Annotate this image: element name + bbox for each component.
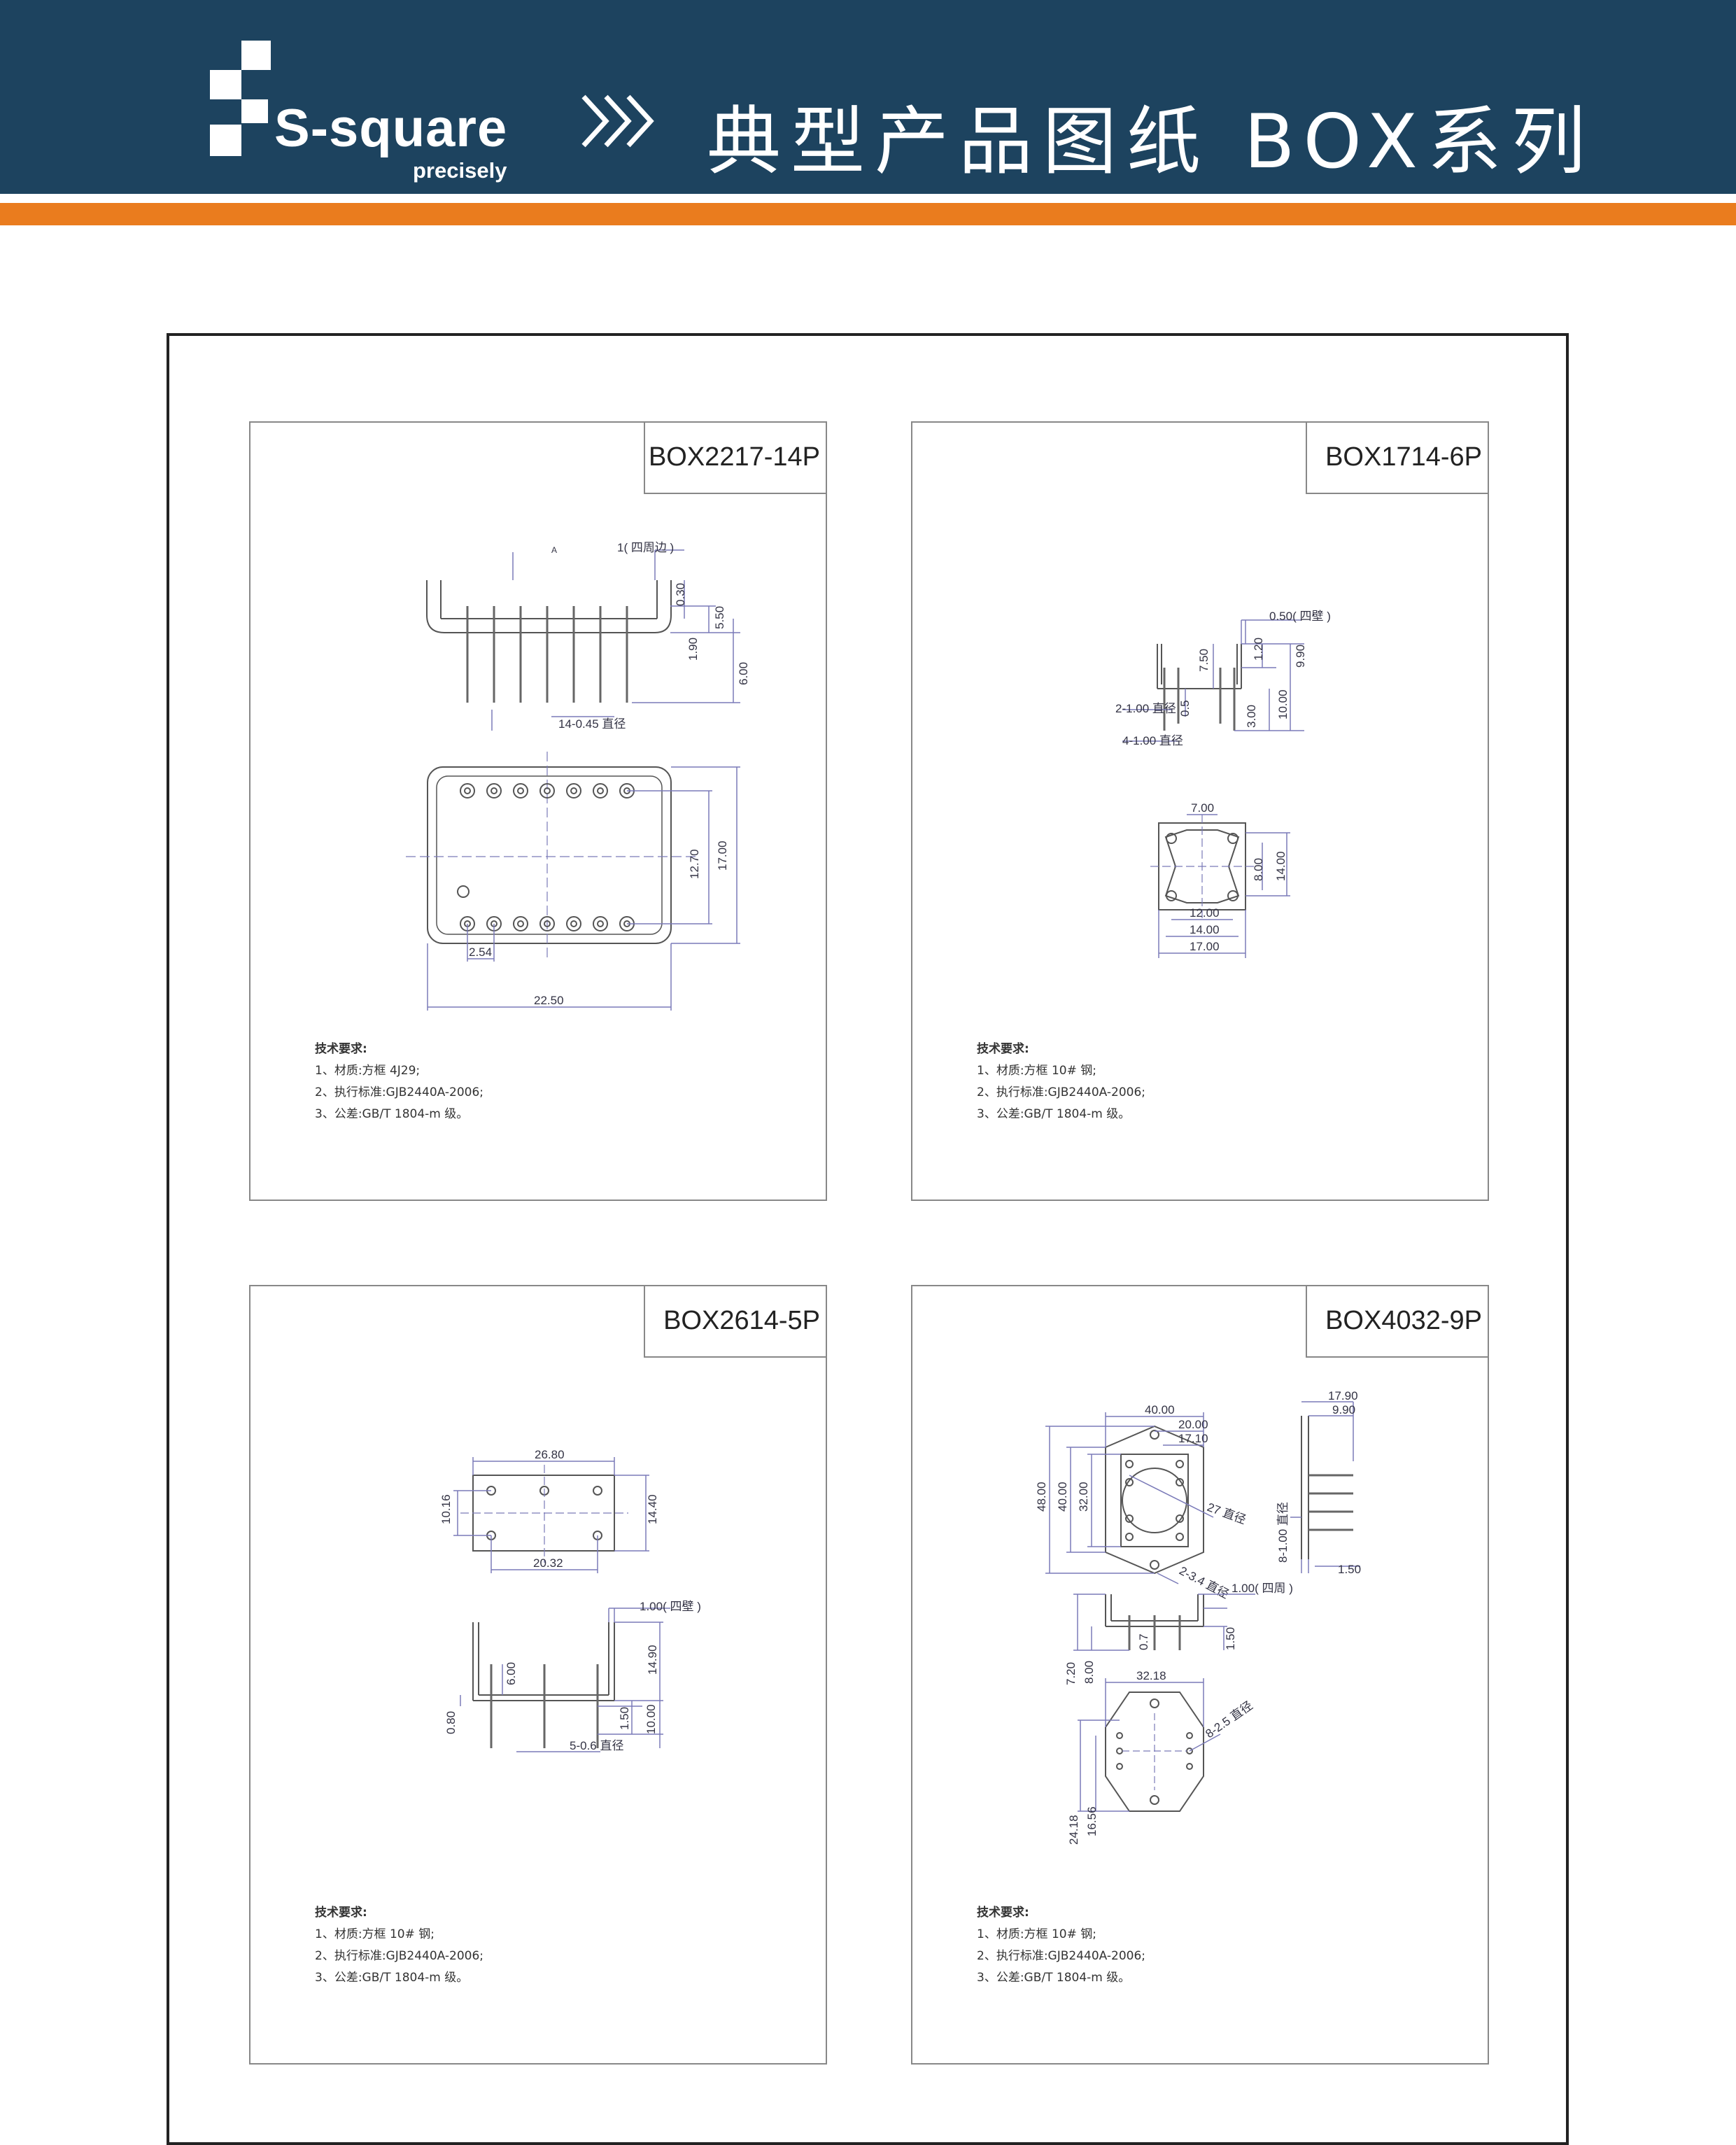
dim-label: 22.50 <box>534 994 564 1007</box>
dim-label: 20.00 <box>1178 1418 1208 1431</box>
requirement-item: 2、执行标准:GJB2440A-2006; <box>315 1949 484 1963</box>
technical-requirements: 技术要求: 1、材质:方框 10# 钢; 2、执行标准:GJB2440A-200… <box>977 1902 1145 1989</box>
requirement-item: 1、材质:方框 10# 钢; <box>977 1064 1096 1078</box>
panel-box4032-9p: 40.00 20.00 17.10 48.00 40.00 32.00 27 直… <box>911 1285 1489 2065</box>
requirement-item: 3、公差:GB/T 1804-m 级。 <box>977 1107 1131 1121</box>
requirements-heading: 技术要求: <box>315 1042 367 1056</box>
dim-label: 32.00 <box>1077 1482 1090 1512</box>
dim-label: 6.00 <box>504 1662 518 1685</box>
s-square-logo-icon <box>210 41 271 156</box>
dim-label: 10.00 <box>644 1704 658 1734</box>
page-title: 典型产品图纸 BOX系列 <box>707 99 1595 185</box>
requirement-item: 1、材质:方框 10# 钢; <box>315 1927 435 1941</box>
dim-label: 7.00 <box>1191 801 1214 815</box>
dim-label: 14-0.45 直径 <box>558 717 626 731</box>
dim-label: 7.20 <box>1064 1662 1078 1685</box>
requirement-item: 1、材质:方框 10# 钢; <box>977 1927 1096 1941</box>
panel-title: BOX2614-5P <box>644 1286 826 1358</box>
dim-label: 9.90 <box>1294 645 1307 668</box>
requirement-item: 3、公差:GB/T 1804-m 级。 <box>315 1971 469 1985</box>
dim-label: 1.00( 四周 ) <box>1232 1582 1293 1595</box>
dim-label: 8.00 <box>1082 1661 1096 1684</box>
drawing-box2217: 1( 四周边 ) 0.30 5.50 1.90 6.00 14-0.45 直径 … <box>406 541 750 1011</box>
dim-label: 1.00( 四壁 ) <box>640 1600 701 1613</box>
dim-label: 4-1.00 直径 <box>1122 734 1183 747</box>
dim-label: 8-1.00 直径 <box>1276 1502 1290 1563</box>
dim-label: 17.90 <box>1328 1389 1358 1402</box>
dim-label: 24.18 <box>1067 1815 1080 1845</box>
dim-label: 1.50 <box>618 1707 631 1730</box>
dim-label: 40.00 <box>1056 1482 1069 1512</box>
dim-label: 14.90 <box>646 1645 659 1675</box>
dim-label: 10.00 <box>1276 689 1290 719</box>
requirements-heading: 技术要求: <box>315 1906 367 1920</box>
requirement-item: 3、公差:GB/T 1804-m 级。 <box>977 1971 1131 1985</box>
panel-title: BOX2217-14P <box>644 423 826 494</box>
dim-label: 0.5 <box>1178 700 1192 717</box>
dim-label: 16.56 <box>1085 1806 1099 1836</box>
dim-label: 2-1.00 直径 <box>1115 702 1176 715</box>
dim-label: 8-2.5 直径 <box>1203 1699 1255 1740</box>
dim-label: 9.90 <box>1332 1403 1355 1416</box>
requirement-item: 2、执行标准:GJB2440A-2006; <box>315 1085 484 1099</box>
dim-label: 7.50 <box>1197 649 1211 672</box>
dim-label: 0.80 <box>444 1711 458 1734</box>
chevrons-icon <box>581 94 654 148</box>
panel-title: BOX4032-9P <box>1306 1286 1488 1358</box>
dim-label: 20.32 <box>533 1556 563 1570</box>
dim-label: 17.00 <box>716 841 729 871</box>
requirement-item: 3、公差:GB/T 1804-m 级。 <box>315 1107 469 1121</box>
dim-label: 1.50 <box>1224 1627 1237 1650</box>
requirement-item: 1、材质:方框 4J29; <box>315 1064 421 1078</box>
dim-label: 1.90 <box>686 638 700 661</box>
dim-label: 1.20 <box>1252 638 1265 661</box>
dim-label: 1.50 <box>1338 1563 1361 1576</box>
section-mark: A <box>551 545 557 555</box>
dim-label: 0.7 <box>1137 1633 1150 1650</box>
drawing-box1714: 0.50( 四壁 ) 7.50 1.20 9.90 2-1.00 直径 0.5 … <box>1115 610 1331 958</box>
dim-label: 27 直径 <box>1206 1500 1248 1527</box>
dim-label: 32.18 <box>1136 1669 1166 1682</box>
drawing-box4032: 40.00 20.00 17.10 48.00 40.00 32.00 27 直… <box>1035 1389 1361 1845</box>
requirement-item: 2、执行标准:GJB2440A-2006; <box>977 1085 1146 1099</box>
dim-label: 3.00 <box>1245 705 1258 728</box>
drawing-frame: 1( 四周边 ) 0.30 5.50 1.90 6.00 14-0.45 直径 … <box>167 333 1569 2145</box>
dim-label: 12.00 <box>1190 906 1220 920</box>
dim-label: 5.50 <box>713 606 726 629</box>
panel-box2614-5p: 26.80 10.16 14.40 20.32 <box>249 1285 827 2065</box>
dim-label: 14.00 <box>1274 851 1287 881</box>
dim-label: 5-0.6 直径 <box>570 1739 623 1752</box>
dim-label: 0.50( 四壁 ) <box>1269 610 1331 623</box>
panel-box1714-6p: 0.50( 四壁 ) 7.50 1.20 9.90 2-1.00 直径 0.5 … <box>911 421 1489 1201</box>
dim-label: 14.00 <box>1190 923 1220 936</box>
technical-requirements: 技术要求: 1、材质:方框 4J29; 2、执行标准:GJB2440A-2006… <box>315 1039 484 1125</box>
dim-label: 14.40 <box>646 1494 659 1524</box>
dim-label: 8.00 <box>1252 858 1265 881</box>
brand-name: S-square <box>274 99 508 158</box>
requirement-item: 2、执行标准:GJB2440A-2006; <box>977 1949 1146 1963</box>
dim-label: 2.54 <box>469 945 492 959</box>
dim-label: 12.70 <box>688 849 701 879</box>
header-banner: S-square precisely 典型产品图纸 BOX系列 <box>0 0 1736 194</box>
technical-requirements: 技术要求: 1、材质:方框 10# 钢; 2、执行标准:GJB2440A-200… <box>315 1902 484 1989</box>
accent-bar <box>0 203 1736 225</box>
technical-requirements: 技术要求: 1、材质:方框 10# 钢; 2、执行标准:GJB2440A-200… <box>977 1039 1145 1125</box>
dim-label: 0.30 <box>674 583 687 606</box>
panel-box2217-14p: 1( 四周边 ) 0.30 5.50 1.90 6.00 14-0.45 直径 … <box>249 421 827 1201</box>
dim-label: 1( 四周边 ) <box>617 541 674 554</box>
requirements-heading: 技术要求: <box>977 1042 1029 1056</box>
dim-label: 48.00 <box>1035 1482 1048 1512</box>
dim-label: 17.00 <box>1190 940 1220 953</box>
requirements-heading: 技术要求: <box>977 1906 1029 1920</box>
brand-tagline: precisely <box>413 158 507 183</box>
dim-label: 40.00 <box>1145 1403 1175 1416</box>
drawing-box2614: 26.80 10.16 14.40 20.32 <box>439 1448 701 1752</box>
dim-label: 6.00 <box>737 662 750 685</box>
dim-label: 10.16 <box>439 1494 453 1524</box>
dim-label: 17.10 <box>1178 1432 1208 1445</box>
dim-label: 26.80 <box>535 1448 565 1461</box>
panel-title: BOX1714-6P <box>1306 423 1488 494</box>
